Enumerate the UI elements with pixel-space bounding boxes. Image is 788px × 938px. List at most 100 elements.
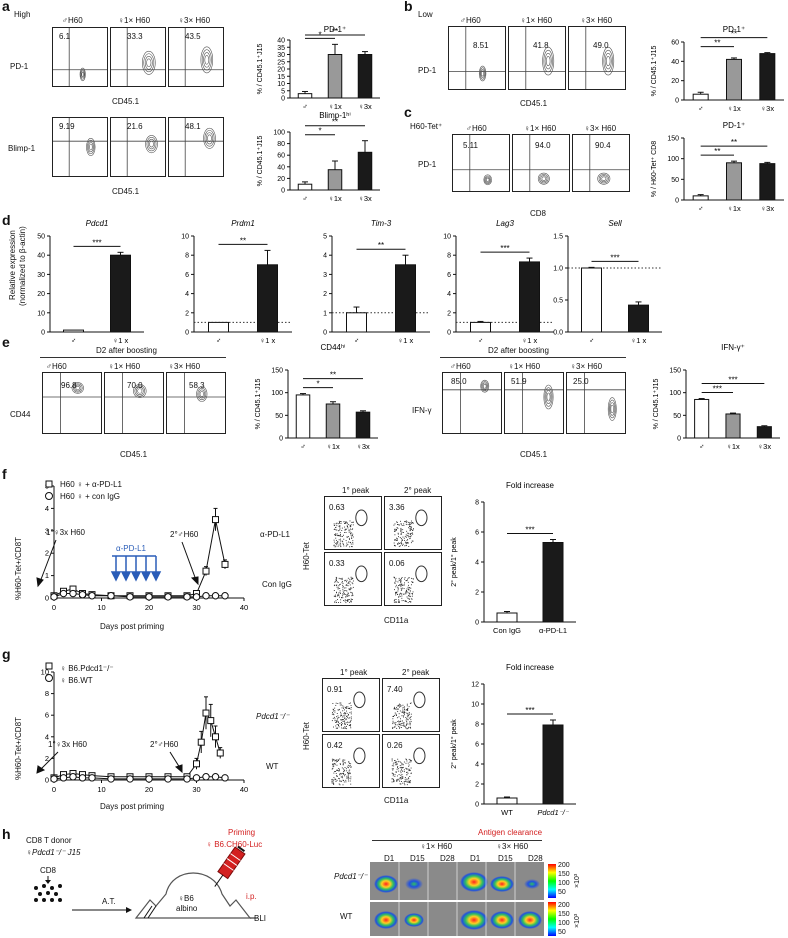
event-dot (396, 775, 398, 777)
event-dot (406, 728, 408, 730)
event-dot (403, 706, 405, 708)
event-dot (347, 778, 349, 780)
event-dot (338, 726, 340, 728)
data-point (221, 774, 229, 782)
event-dot (334, 711, 336, 713)
event-dot (409, 780, 411, 782)
event-dot (406, 521, 408, 523)
event-dot (333, 590, 335, 591)
e-left-xlabel: CD45.1 (120, 450, 148, 459)
event-dot (398, 713, 400, 715)
event-dot (394, 723, 396, 725)
event-dot (333, 783, 335, 785)
h-cd8: CD8 (40, 866, 57, 875)
y-tick-label: 6 (475, 742, 479, 749)
event-dot (335, 720, 337, 722)
category-label: ♀3x (358, 102, 372, 111)
event-dot (338, 539, 340, 541)
event-dot (345, 532, 347, 533)
event-dot (410, 526, 412, 527)
b-xlabel: CD45.1 (520, 99, 548, 108)
event-dot (341, 775, 343, 777)
event-dot (338, 595, 340, 597)
event-dot (339, 773, 341, 775)
event-dot (338, 717, 340, 718)
event-dot (342, 761, 344, 763)
event-dot (333, 714, 335, 716)
event-dot (344, 718, 346, 720)
flow-plot-graphic (169, 28, 223, 86)
event-dot (402, 722, 404, 724)
event-dot (342, 594, 344, 596)
event-dot (331, 782, 333, 784)
flow-plot: 43.5 (168, 27, 224, 87)
event-dot (402, 712, 404, 714)
contour (546, 392, 551, 402)
event-dot (411, 593, 413, 595)
event-dot (351, 582, 353, 584)
event-dot (344, 727, 346, 729)
event-dot (339, 702, 341, 704)
event-dot (408, 587, 410, 589)
event-dot (350, 578, 352, 580)
event-dot (352, 528, 354, 530)
y-tick-label: 40 (37, 253, 45, 260)
event-dot (396, 717, 398, 719)
data-point (212, 733, 219, 741)
event-dot (406, 540, 408, 542)
contour (610, 404, 614, 414)
event-dot (401, 583, 403, 585)
event-dot (401, 540, 403, 542)
event-dot (348, 777, 350, 779)
event-dot (391, 760, 393, 762)
event-dot (341, 595, 343, 597)
h-day-4: D1 (470, 854, 481, 863)
event-dot (400, 538, 402, 539)
event-dot (410, 521, 412, 523)
y-tick-label: 60 (671, 40, 679, 47)
event-dot (351, 529, 353, 531)
contour (72, 383, 83, 393)
event-dot (336, 522, 338, 524)
event-dot (343, 707, 345, 709)
event-dot (400, 582, 402, 584)
event-dot (410, 535, 411, 537)
event-dot (396, 539, 398, 541)
event-dot (407, 716, 409, 718)
event-dot (351, 535, 353, 537)
event-dot (349, 529, 351, 531)
event-dot (348, 524, 350, 526)
event-dot (402, 776, 404, 778)
bar (694, 398, 710, 439)
contour (483, 174, 492, 186)
event-dot (401, 578, 402, 580)
event-dot (350, 711, 352, 713)
event-dot (396, 528, 397, 530)
event-dot (349, 538, 350, 540)
y-tick-label: 35 (277, 45, 285, 52)
event-dot (410, 713, 412, 715)
y-tick-label: 6 (475, 530, 479, 537)
event-dot (398, 546, 400, 548)
flow-plot: 5.11 (452, 134, 510, 192)
event-dot (403, 593, 405, 595)
y-tick-label: 0 (675, 98, 679, 105)
event-dot (402, 763, 404, 765)
significance-label: *** (728, 376, 737, 385)
event-dot (345, 599, 347, 601)
event-dot (334, 710, 336, 712)
event-dot (351, 534, 353, 536)
contour (200, 46, 214, 74)
flow-plot: 58.3 (166, 372, 226, 434)
event-dot (408, 594, 410, 596)
event-dot (392, 769, 394, 771)
event-dot (342, 784, 344, 786)
contour (545, 389, 552, 405)
event-dot (332, 703, 334, 704)
event-dot (400, 530, 402, 532)
event-dot (406, 768, 408, 770)
contour (142, 50, 156, 75)
event-dot (399, 706, 401, 708)
flow-plot: 0.91 (322, 678, 380, 732)
